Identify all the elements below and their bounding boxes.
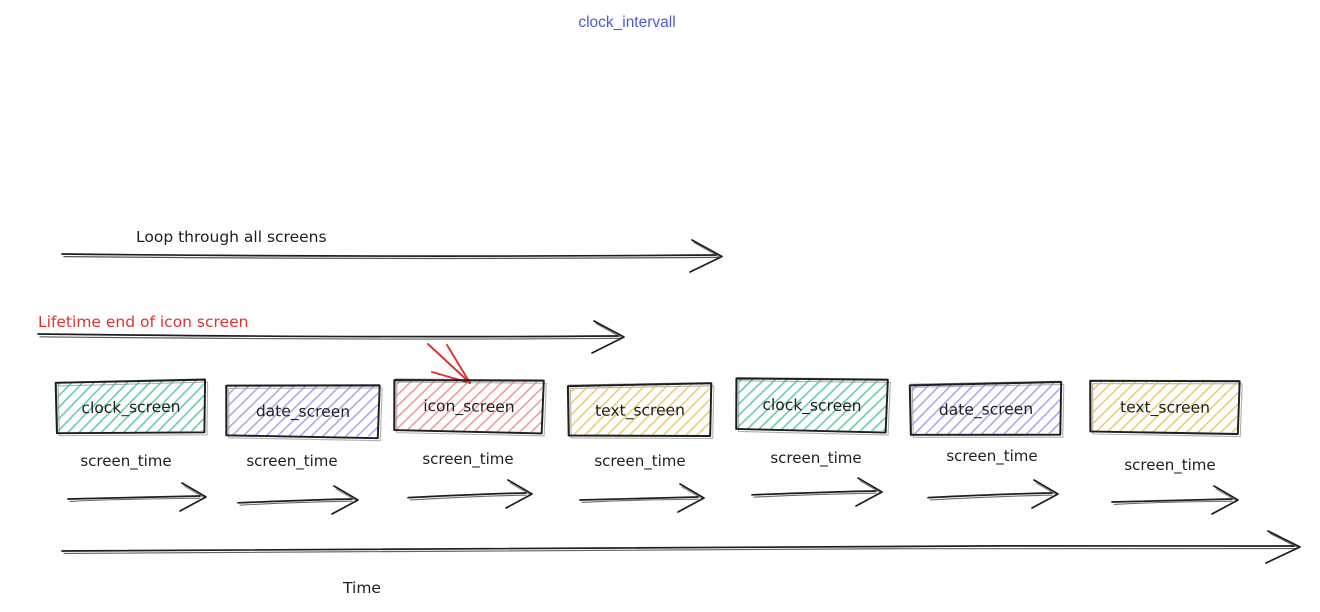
screen-time-label: screen_time (1124, 456, 1215, 475)
screen-boxes-layer: clock_screen date_screen icon_screen text_s… (54, 377, 1243, 442)
screen-box-label: clock_screen (81, 398, 180, 419)
screen-time-arrow (927, 479, 1059, 509)
screen-time-layer: screen_time screen_time screen_time screen_… (67, 447, 1239, 515)
screen-time-group: screen_time (927, 447, 1059, 509)
screen-time-arrow (237, 485, 359, 515)
box-hatch-fill (57, 380, 205, 434)
box-hatch-fill (911, 383, 1061, 435)
loop-annotation: Loop through all screens (61, 228, 723, 273)
screen-box-label: date_screen (939, 400, 1033, 420)
screen-time-group: screen_time (237, 452, 359, 515)
screen-time-arrow (751, 477, 883, 507)
red-pointer-arrow (427, 343, 471, 384)
screen-box-date[interactable]: date_screen (225, 383, 383, 442)
box-outline-second-pass (1090, 379, 1240, 435)
time-axis: Time (61, 530, 1301, 597)
box-outline-second-pass (568, 382, 712, 437)
screen-time-label: screen_time (594, 452, 685, 471)
page-title: clock_intervall (578, 14, 675, 31)
screen-box-clock[interactable]: clock_screen (54, 378, 209, 437)
box-outline-second-pass (736, 377, 888, 434)
loop-annotation-label: Loop through all screens (136, 228, 327, 246)
screen-time-group: screen_time (407, 450, 533, 509)
screen-time-group: screen_time (67, 452, 207, 512)
loop-arrow (61, 239, 723, 273)
box-outline-second-pass (226, 384, 380, 439)
screen-box-label: clock_screen (762, 396, 861, 416)
screen-box-date[interactable]: date_screen (908, 380, 1065, 439)
screen-time-label: screen_time (422, 450, 513, 469)
lifetime-arrow (37, 320, 625, 354)
screen-time-arrow (1111, 485, 1239, 515)
screen-time-label: screen_time (80, 452, 171, 471)
box-hatch-fill (395, 380, 543, 432)
screen-box-label: text_screen (1120, 398, 1210, 418)
screen-time-group: screen_time (579, 452, 705, 513)
screen-box-icon[interactable]: icon_screen (393, 378, 547, 437)
box-outline-second-pass (394, 378, 544, 435)
screen-time-label: screen_time (946, 447, 1037, 466)
screen-box-text[interactable]: text_screen (1089, 379, 1243, 438)
screen-time-arrow (407, 479, 533, 509)
screen-box-text[interactable]: text_screen (566, 382, 715, 440)
box-outline-second-pass (910, 380, 1062, 436)
box-hatch-fill (227, 385, 379, 437)
screen-time-label: screen_time (246, 452, 337, 471)
screen-time-arrow (67, 482, 207, 512)
screen-time-group: screen_time (751, 449, 883, 507)
box-hatch-fill (1091, 381, 1239, 433)
screen-box-label: icon_screen (423, 397, 515, 417)
box-hatch-fill (569, 384, 711, 436)
lifetime-annotation-label: Lifetime end of icon screen (38, 313, 248, 331)
box-hatch-fill (737, 378, 887, 432)
screen-time-arrow (579, 483, 705, 513)
time-axis-arrow (61, 530, 1301, 564)
time-axis-label: Time (342, 579, 381, 597)
screen-time-label: screen_time (770, 449, 861, 468)
screen-box-label: date_screen (256, 402, 350, 422)
screen-box-clock[interactable]: clock_screen (735, 377, 891, 436)
screen-time-group: screen_time (1111, 456, 1239, 515)
box-outline-second-pass (55, 378, 206, 434)
screen-box-label: text_screen (595, 401, 685, 421)
lifetime-annotation: Lifetime end of icon screen (37, 313, 625, 354)
